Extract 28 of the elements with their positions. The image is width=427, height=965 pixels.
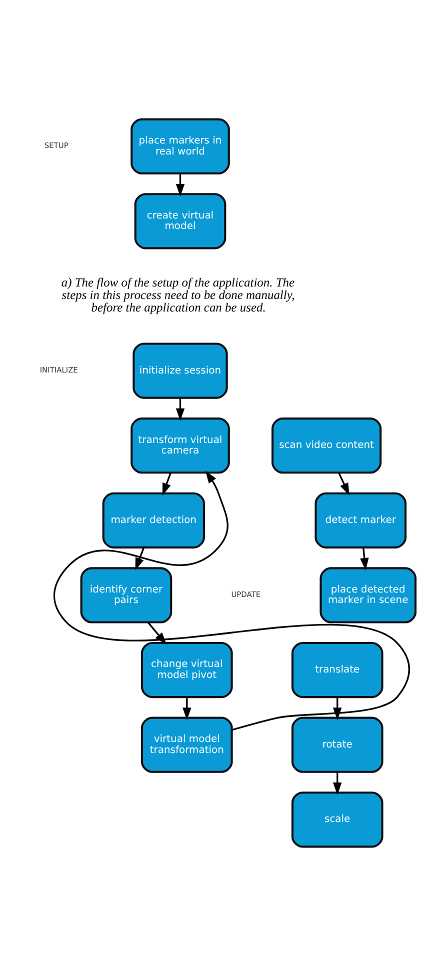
node-box: change virtual model pivot — [140, 641, 233, 698]
label: a) The flow of the setup of the application. The steps in this process need to be done manually, before the application can be used. — [61, 274, 295, 314]
arrow — [360, 547, 369, 570]
node-box: initialize session — [132, 342, 228, 398]
arrow — [182, 696, 192, 720]
node-box: rotate — [291, 716, 384, 772]
node-box: detect marker — [314, 492, 407, 548]
node-box: create virtual model — [134, 192, 226, 249]
node-box: place markers in real world — [130, 118, 230, 174]
label: SETUP — [44, 140, 68, 150]
arrow — [135, 546, 145, 570]
arrow — [176, 398, 185, 420]
label: INITIALIZE — [40, 365, 78, 374]
node-box: scan video content — [271, 417, 382, 474]
node-box: virtual model transformation — [140, 716, 233, 772]
node-box: marker detection — [102, 492, 205, 548]
arrow — [54, 470, 410, 730]
arrow — [332, 696, 342, 720]
arrow — [176, 173, 185, 196]
node-box: scale — [291, 791, 384, 848]
arrow — [338, 472, 350, 495]
arrow — [162, 472, 172, 496]
arrow — [332, 772, 342, 794]
node-box: identify corner pairs — [80, 566, 172, 623]
node-box: transform virtual camera — [130, 417, 230, 474]
label: UPDATE — [231, 590, 261, 599]
node-box: translate — [291, 641, 384, 698]
node-box: place detected marker in scene — [320, 566, 417, 623]
